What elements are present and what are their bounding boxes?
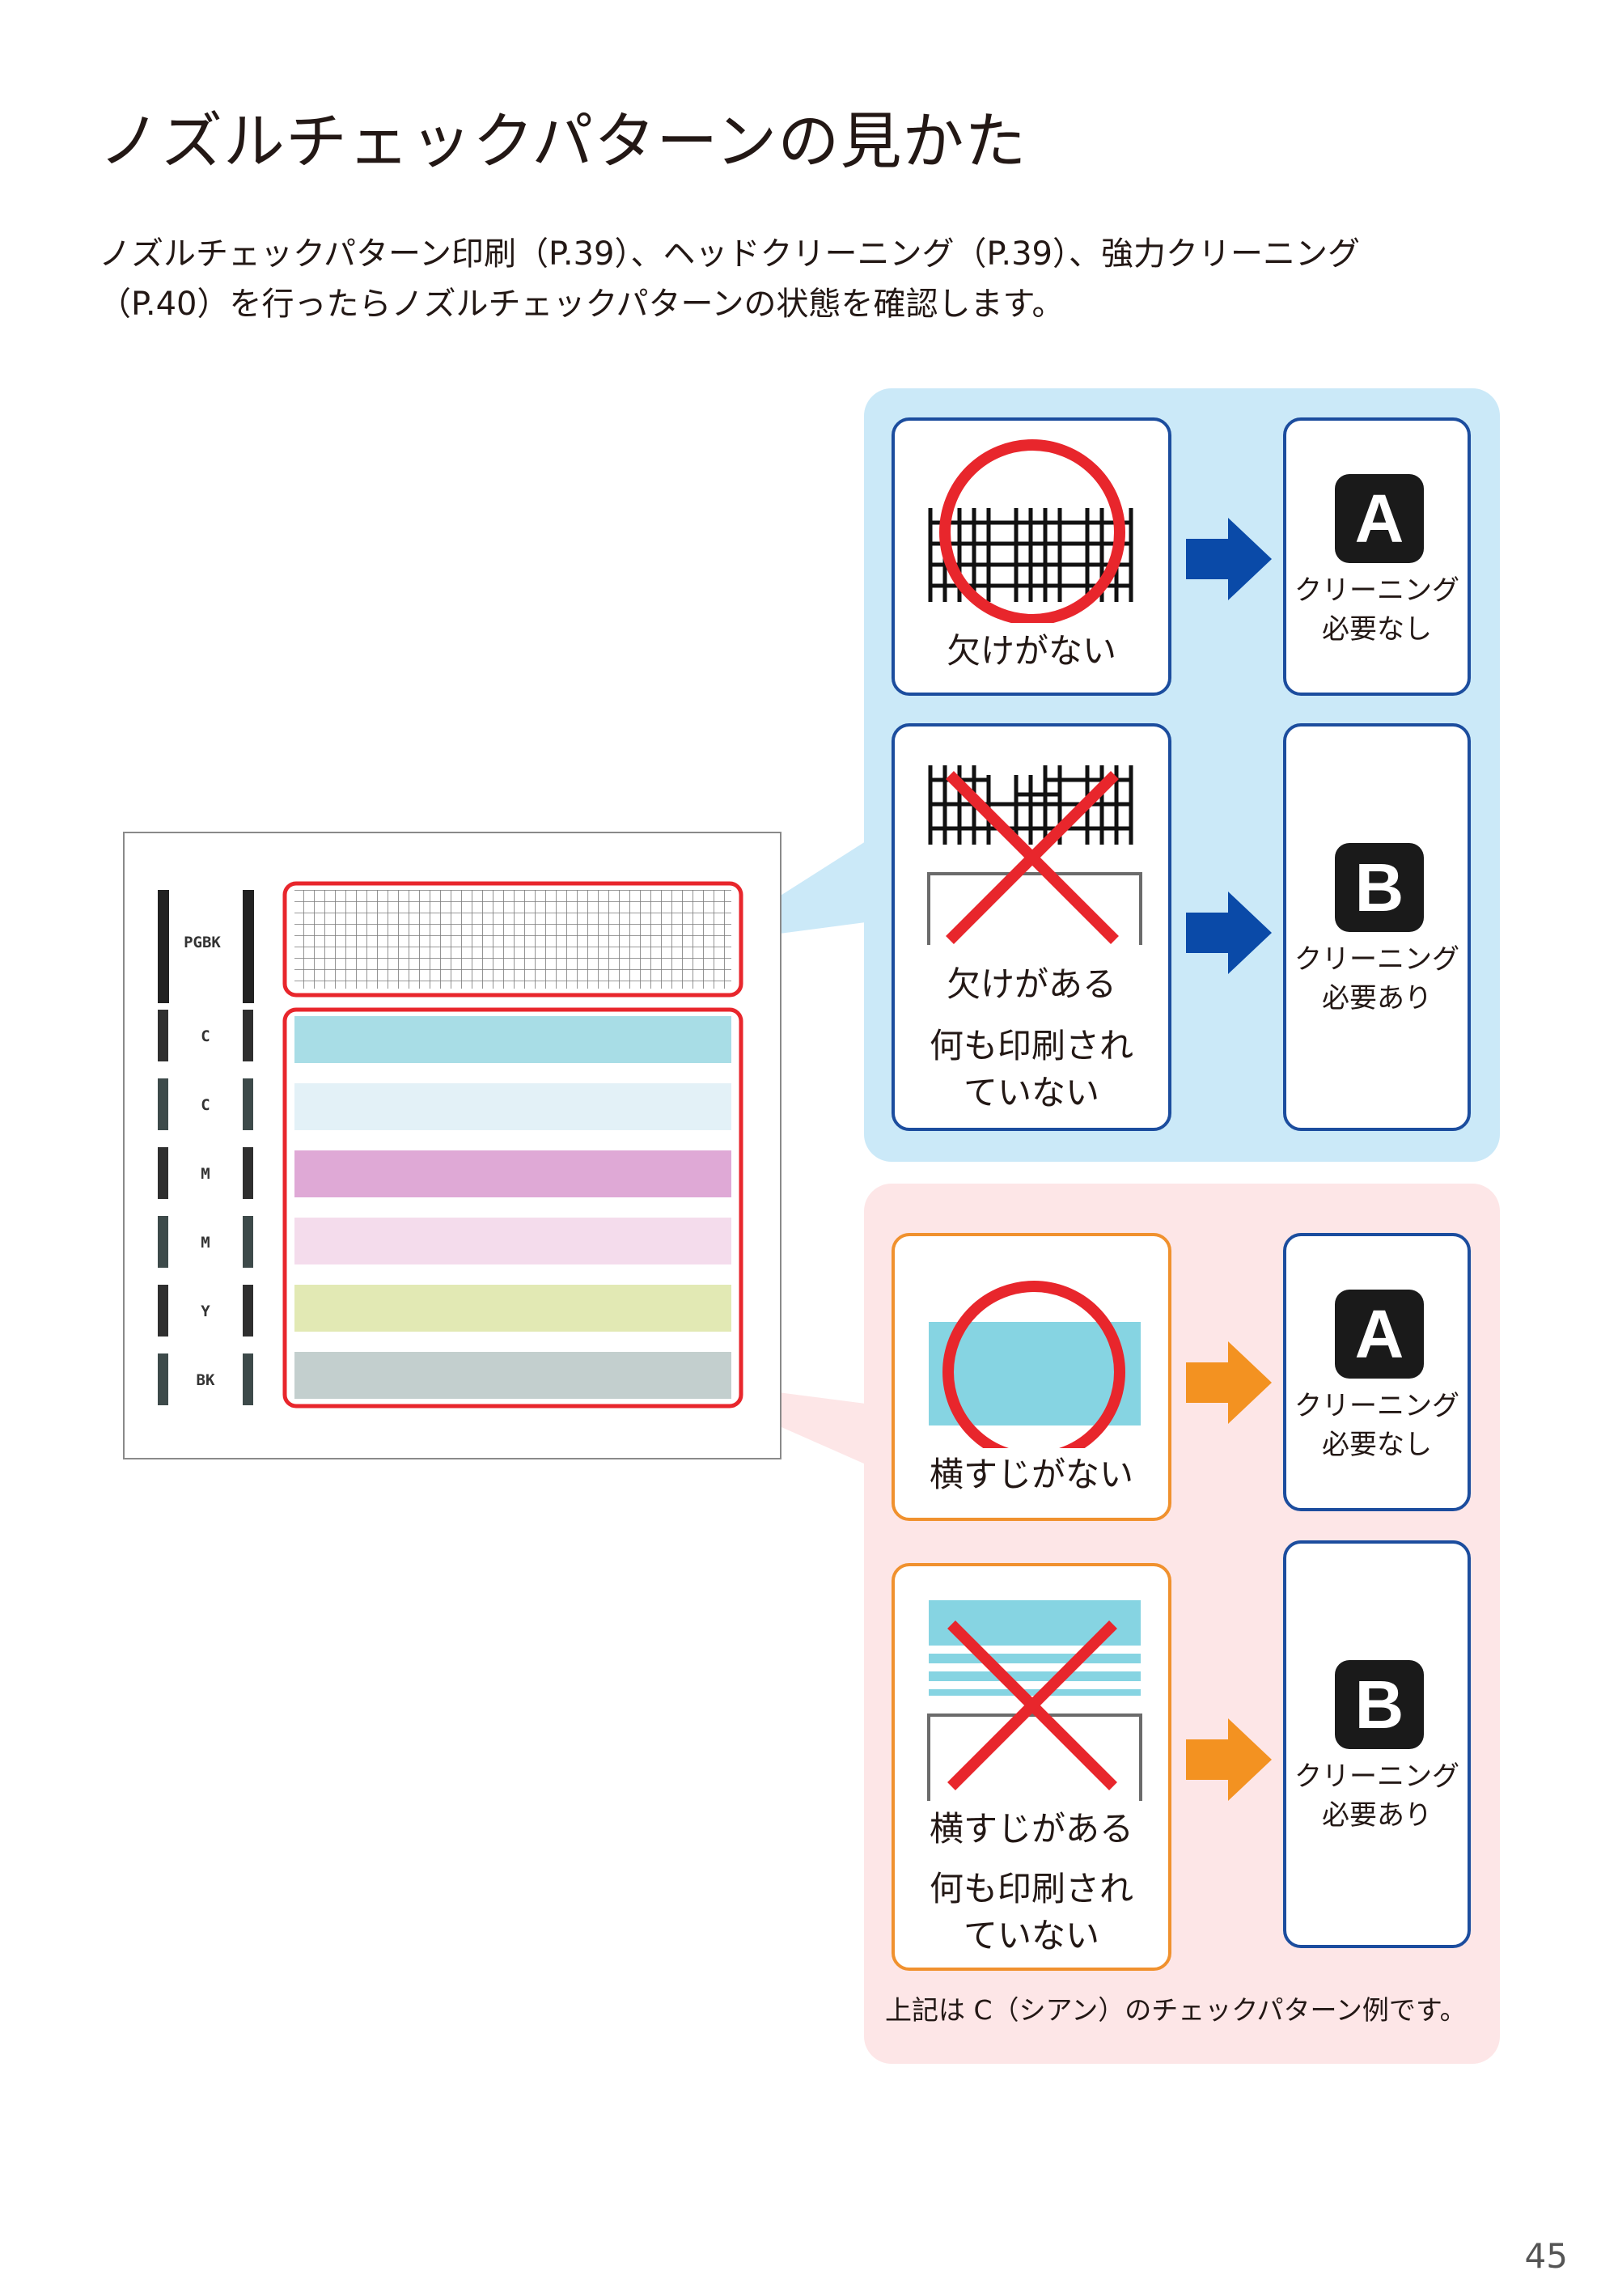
cyan-example-note: 上記は C（シアン）のチェックパターン例です。 xyxy=(885,1994,1467,2026)
result-a-line-1: クリーニング xyxy=(1294,574,1459,607)
label-m-2: M xyxy=(201,1234,210,1252)
red-circle-ok-icon xyxy=(939,439,1125,623)
orange-arrow-right-icon xyxy=(1186,1341,1272,1424)
pgbk-highlight-frame xyxy=(282,881,743,998)
label-c-2: C xyxy=(201,1096,210,1114)
result-a-line-2-2: 必要なし xyxy=(1322,1429,1432,1461)
cyan-stripe-block xyxy=(929,1322,1141,1425)
result-a-line-2: 必要なし xyxy=(1322,613,1432,646)
grid-ng-sub-2: ていない xyxy=(963,1073,1099,1112)
stripe-c xyxy=(294,1016,731,1063)
red-circle-ok-icon-2 xyxy=(942,1281,1125,1448)
pgbk-grid-pattern xyxy=(294,890,731,989)
result-b-line-1-2: クリーニング xyxy=(1294,1760,1459,1793)
pgbk-bar-left xyxy=(158,890,169,1003)
orange-arrow-right-icon-2 xyxy=(1186,1718,1272,1801)
red-cross-ng-icon xyxy=(946,771,1119,944)
sample-check-pattern: PGBK C C M M Y BK xyxy=(123,832,781,1459)
intro-line-1: ノズルチェックパターン印刷（P.39）、ヘッドクリーニング（P.39）、強力クリ… xyxy=(99,235,1361,273)
result-b-line-1: クリーニング xyxy=(1294,943,1459,976)
blue-arrow-right-icon-2 xyxy=(1186,892,1272,974)
stripe-ng-sub-2: ていない xyxy=(963,1916,1099,1955)
grid-ok-card: 欠けがない xyxy=(892,417,1171,696)
stripe-ok-label: 横すじがない xyxy=(929,1455,1133,1494)
stripe-ok-graphic xyxy=(929,1281,1141,1448)
blank-area-box-2 xyxy=(927,1714,1142,1801)
stripe-m xyxy=(294,1150,731,1197)
grid-ok-graphic xyxy=(928,439,1133,623)
grid-result-b: B クリーニング 必要あり xyxy=(1283,723,1471,1131)
color-highlight-frame xyxy=(282,1007,743,1409)
result-a-badge-2: A xyxy=(1335,1290,1424,1379)
stripe-ng-card: 横すじがある 何も印刷され ていない xyxy=(892,1563,1171,1971)
grid-ng-label: 欠けがある xyxy=(946,964,1116,1004)
intro-line-2: （P.40）を行ったらノズルチェックパターンの状態を確認します。 xyxy=(99,286,1065,323)
result-b-badge: B xyxy=(1335,843,1424,932)
label-y: Y xyxy=(201,1303,210,1320)
stripe-result-a: A クリーニング 必要なし xyxy=(1283,1233,1471,1511)
blue-arrow-right-icon xyxy=(1186,518,1272,600)
result-a-line-1-2: クリーニング xyxy=(1294,1390,1459,1422)
grid-ng-card: 欠けがある 何も印刷され ていない xyxy=(892,723,1171,1131)
label-pgbk: PGBK xyxy=(184,934,221,951)
result-a-badge: A xyxy=(1335,474,1424,563)
stripe-ng-graphic xyxy=(927,1600,1142,1801)
result-b-badge-2: B xyxy=(1335,1660,1424,1749)
page-number: 45 xyxy=(1524,2236,1568,2276)
grid-ng-graphic xyxy=(927,765,1142,945)
stripe-ng-sub-1: 何も印刷され xyxy=(929,1869,1133,1908)
grid-result-a: A クリーニング 必要なし xyxy=(1283,417,1471,696)
stripe-ok-card: 横すじがない xyxy=(892,1233,1171,1521)
label-m: M xyxy=(201,1165,210,1183)
stripe-result-b: B クリーニング 必要あり xyxy=(1283,1540,1471,1948)
grid-ng-sub-1: 何も印刷され xyxy=(929,1026,1133,1065)
result-b-line-2: 必要あり xyxy=(1322,982,1432,1015)
sample-pattern-graphic xyxy=(158,881,743,1409)
stripe-light-c xyxy=(294,1083,731,1130)
red-cross-ng-icon-2 xyxy=(947,1620,1117,1790)
stripe-light-m xyxy=(294,1218,731,1264)
intro-text: ノズルチェックパターン印刷（P.39）、ヘッドクリーニング（P.39）、強力クリ… xyxy=(99,229,1474,329)
grid-ok-label: 欠けがない xyxy=(946,631,1116,671)
stripe-ng-label: 横すじがある xyxy=(929,1809,1133,1849)
page-title: ノズルチェックパターンの見かた xyxy=(99,105,1027,177)
result-b-line-2-2: 必要あり xyxy=(1322,1799,1432,1832)
pgbk-bar-right xyxy=(243,890,254,1003)
stripe-bk xyxy=(294,1352,731,1399)
label-c: C xyxy=(201,1027,210,1045)
label-bk: BK xyxy=(196,1371,215,1389)
stripe-y xyxy=(294,1285,731,1332)
